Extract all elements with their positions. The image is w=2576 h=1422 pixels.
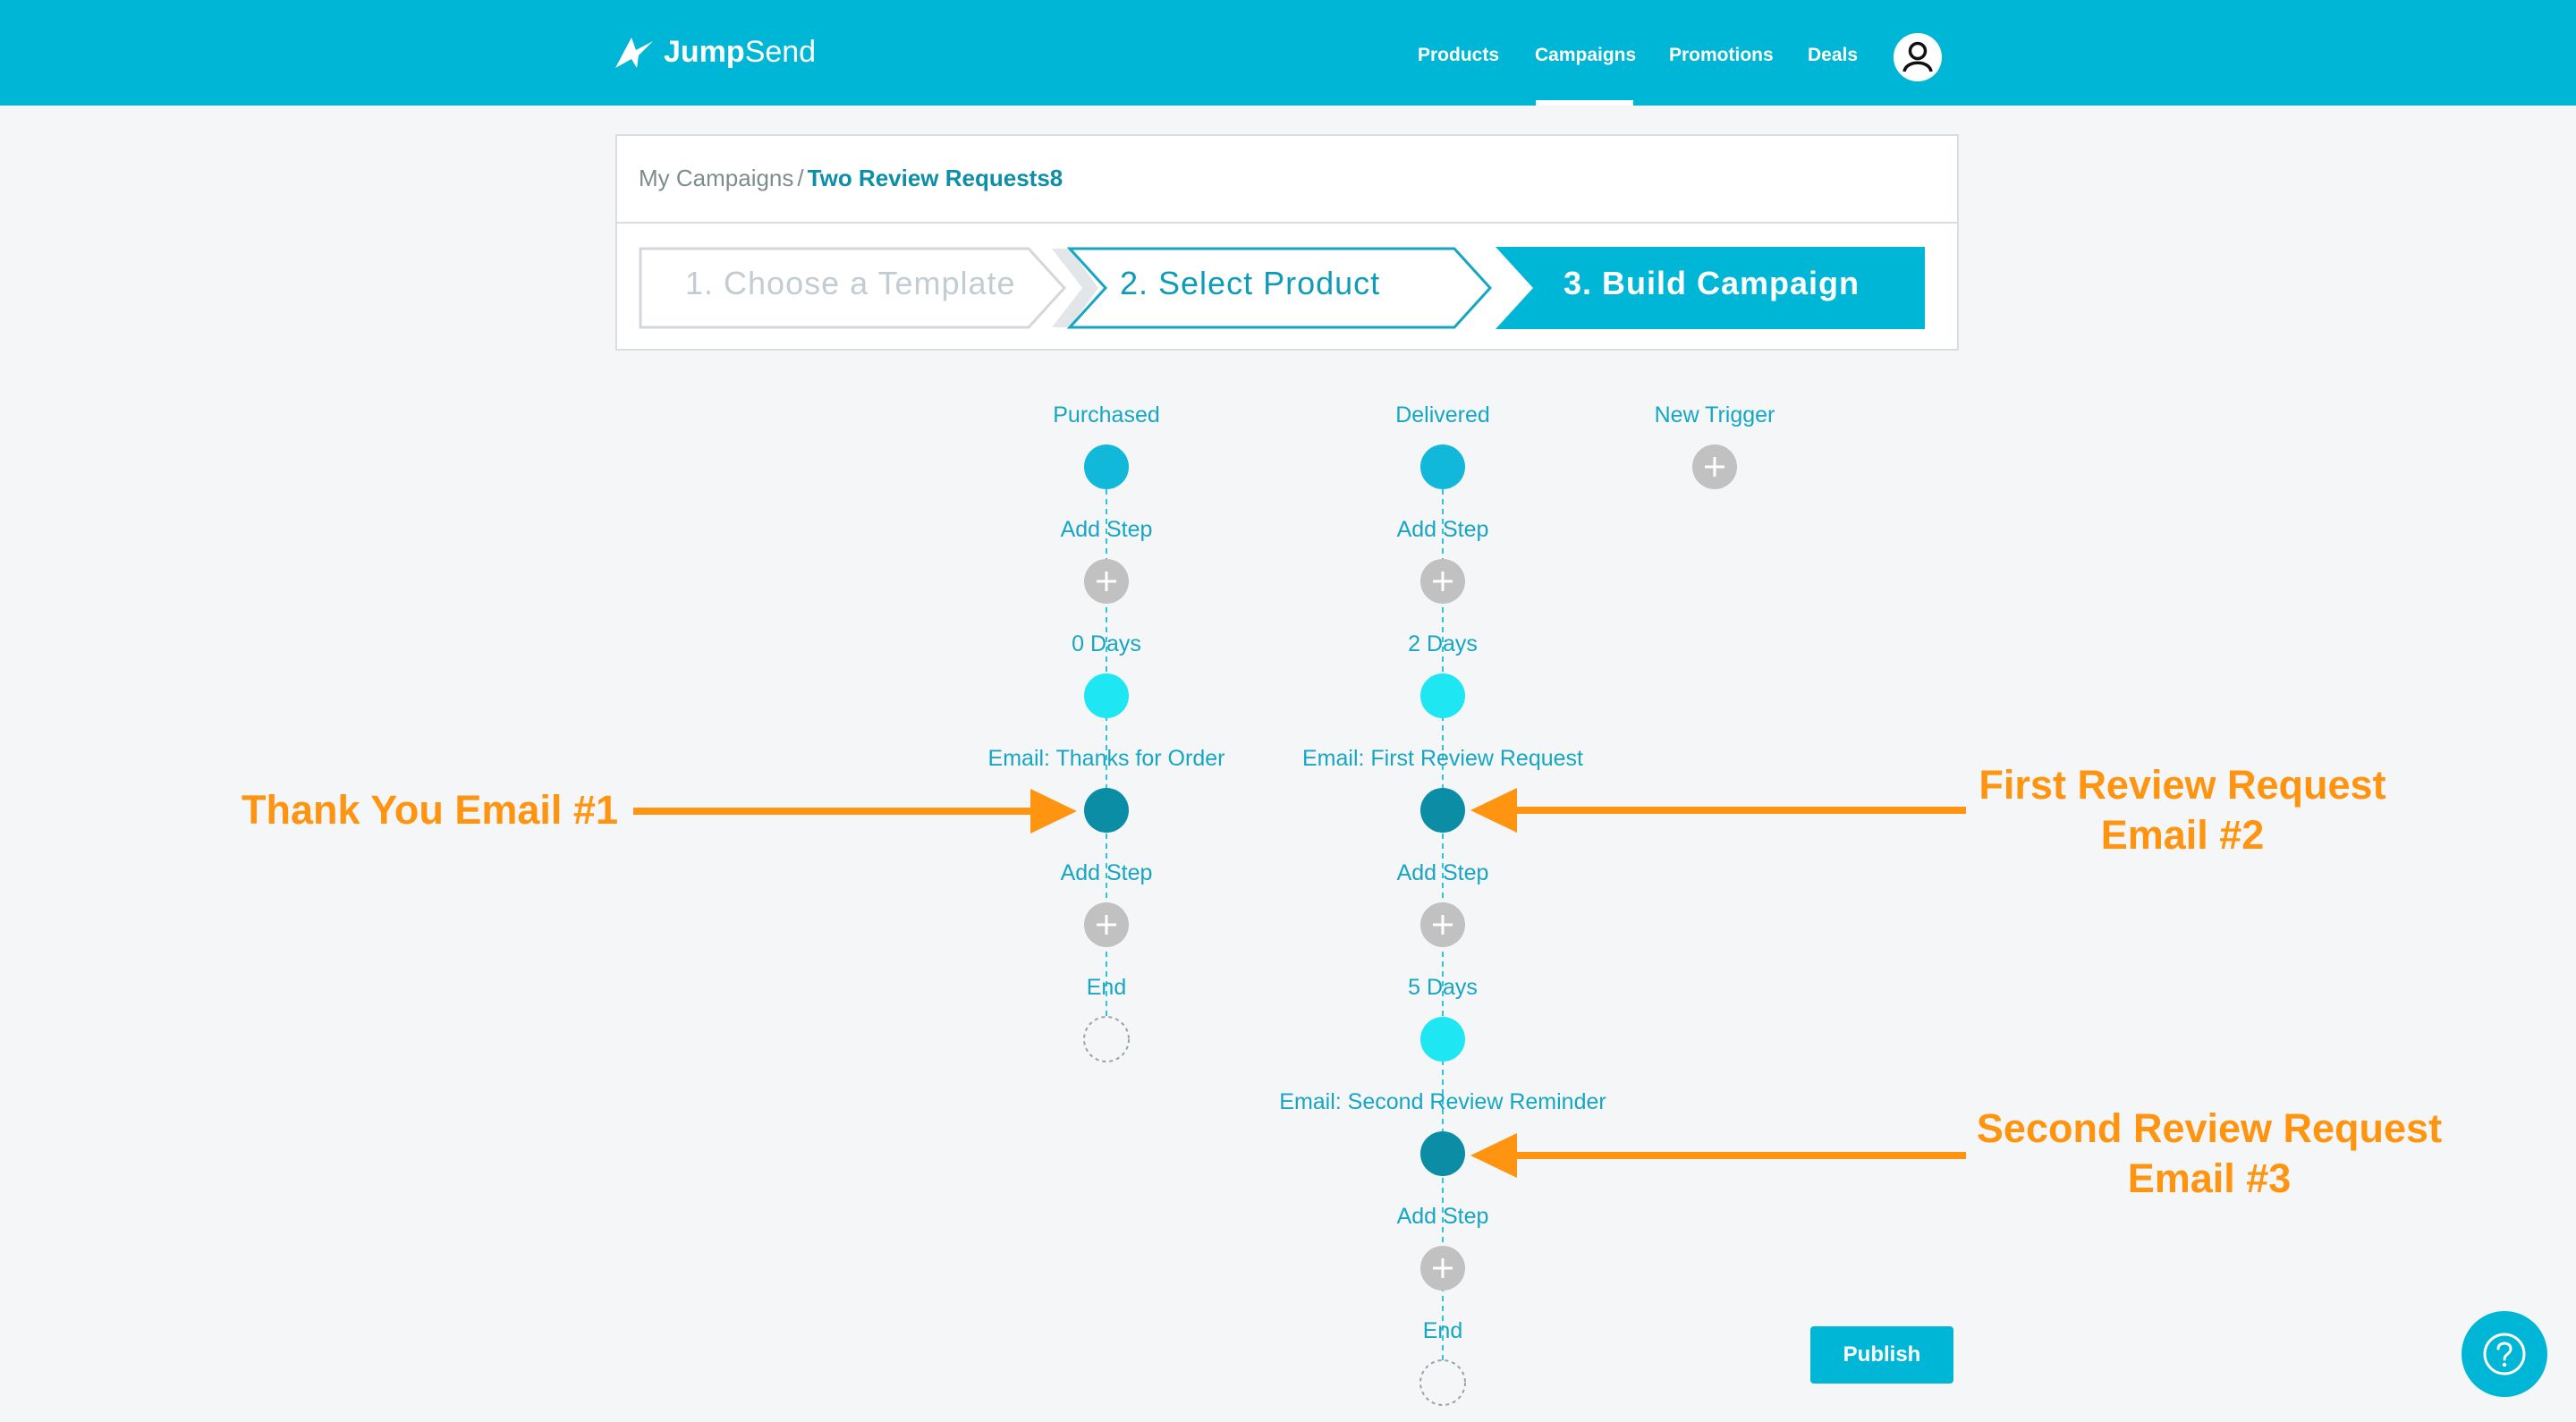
flow-label-purchased-5: End	[1086, 975, 1127, 1000]
flow-label-new-trigger-0: New Trigger	[1654, 402, 1775, 427]
flow-label-purchased-3: Email: Thanks for Order	[987, 746, 1225, 771]
help-button[interactable]	[2462, 1311, 2547, 1397]
plus-icon	[1705, 457, 1724, 477]
flow-label-delivered-0: Delivered	[1395, 402, 1490, 427]
annotation-thank-you-email: Thank You Email #1	[242, 787, 618, 833]
flow-node-end-delivered-8[interactable]	[1419, 1359, 1466, 1406]
flow-label-purchased-1: Add Step	[1060, 517, 1153, 542]
plus-icon	[1433, 1258, 1453, 1278]
flow-label-purchased-2: 0 Days	[1072, 631, 1141, 656]
flow-label-purchased-0: Purchased	[1053, 402, 1160, 427]
publish-button[interactable]: Publish	[1810, 1326, 1953, 1384]
nav-deals[interactable]: Deals	[1808, 45, 1859, 65]
arrow-thank-you	[633, 789, 1077, 834]
flow-label-delivered-8: End	[1422, 1318, 1463, 1343]
flow-node-trigger-delivered-0[interactable]	[1420, 444, 1465, 489]
flow-node-email-purchased-3[interactable]	[1084, 788, 1129, 833]
user-icon	[1902, 41, 1933, 72]
flow-node-add-purchased-1[interactable]	[1084, 559, 1129, 604]
card-divider	[617, 222, 1957, 224]
nav-campaigns[interactable]: Campaigns	[1535, 45, 1637, 65]
flow-label-delivered-4: Add Step	[1396, 860, 1489, 885]
account-avatar[interactable]	[1894, 33, 1942, 81]
flow-node-end-purchased-5[interactable]	[1083, 1016, 1130, 1062]
flow-label-delivered-6: Email: Second Review Reminder	[1279, 1089, 1606, 1114]
flow-label-delivered-1: Add Step	[1396, 517, 1489, 542]
breadcrumb: My Campaigns/Two Review Requests8	[639, 165, 1063, 192]
brand-name: JumpSend	[664, 34, 817, 69]
flow-node-add-delivered-4[interactable]	[1420, 902, 1465, 947]
flow-label-delivered-7: Add Step	[1396, 1204, 1489, 1229]
breadcrumb-separator: /	[797, 165, 804, 191]
flow-node-email-delivered-6[interactable]	[1420, 1131, 1465, 1176]
breadcrumb-my-campaigns[interactable]: My Campaigns	[639, 165, 794, 191]
wizard-step-build-campaign[interactable]	[1496, 247, 1925, 329]
wizard-step-choose-template[interactable]	[639, 247, 1067, 329]
arrow-second-review	[1470, 1133, 1966, 1178]
wizard-step-select-product[interactable]	[1066, 247, 1493, 329]
nav-products[interactable]: Products	[1418, 45, 1500, 65]
flow-node-delay-purchased-2[interactable]	[1084, 673, 1129, 718]
flow-node-add-purchased-4[interactable]	[1084, 902, 1129, 947]
flow-node-email-delivered-3[interactable]	[1420, 788, 1465, 833]
jumpsend-logo[interactable]: JumpSend	[614, 32, 816, 72]
active-nav-indicator	[1536, 100, 1633, 106]
wizard-step-1-label: 1. Choose a Template	[685, 265, 1016, 301]
flow-label-delivered-2: 2 Days	[1408, 631, 1478, 656]
flow-label-delivered-3: Email: First Review Request	[1302, 746, 1583, 771]
plus-icon	[1433, 915, 1453, 935]
top-navigation-bar: JumpSend Products Campaigns Promotions D…	[0, 0, 2576, 106]
wizard-step-2-label: 2. Select Product	[1120, 265, 1381, 301]
flow-node-trigger-purchased-0[interactable]	[1084, 444, 1129, 489]
wizard-step-3-label: 3. Build Campaign	[1563, 265, 1860, 301]
breadcrumb-campaign-name: Two Review Requests8	[807, 165, 1063, 191]
paper-plane-icon	[615, 38, 653, 68]
nav-promotions[interactable]: Promotions	[1669, 45, 1774, 65]
flow-label-purchased-4: Add Step	[1060, 860, 1153, 885]
flow-node-delay-delivered-5[interactable]	[1420, 1017, 1465, 1062]
plus-icon	[1433, 571, 1453, 591]
plus-icon	[1097, 571, 1116, 591]
flow-node-delay-delivered-2[interactable]	[1420, 673, 1465, 718]
question-circle-icon	[2483, 1333, 2526, 1375]
flow-node-add-delivered-1[interactable]	[1420, 559, 1465, 604]
flow-node-add-new-trigger-0[interactable]	[1692, 444, 1737, 489]
flow-node-add-delivered-7[interactable]	[1420, 1246, 1465, 1291]
arrow-first-review	[1470, 788, 1966, 833]
flow-label-delivered-5: 5 Days	[1408, 975, 1478, 1000]
plus-icon	[1097, 915, 1116, 935]
